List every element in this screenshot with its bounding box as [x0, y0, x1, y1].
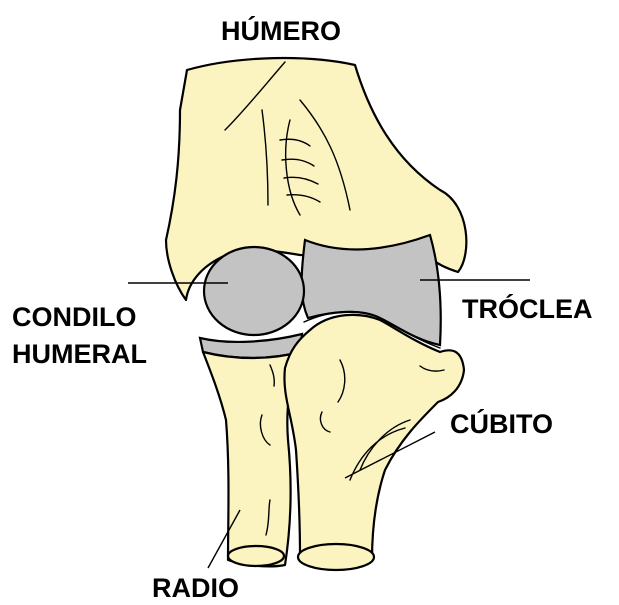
label-cubito: CÚBITO — [450, 408, 553, 439]
ulna-bone — [284, 315, 464, 560]
label-radio: RADIO — [152, 573, 239, 603]
label-condilo-line2: HUMERAL — [12, 339, 147, 369]
label-humero: HÚMERO — [221, 15, 341, 46]
ulna — [284, 315, 464, 570]
humeral-condyle — [204, 247, 304, 335]
label-troclea: TRÓCLEA — [462, 293, 593, 324]
label-condilo-line1: CONDILO — [12, 302, 137, 332]
radius-distal-end — [228, 546, 284, 566]
ulna-distal-end — [298, 544, 374, 570]
